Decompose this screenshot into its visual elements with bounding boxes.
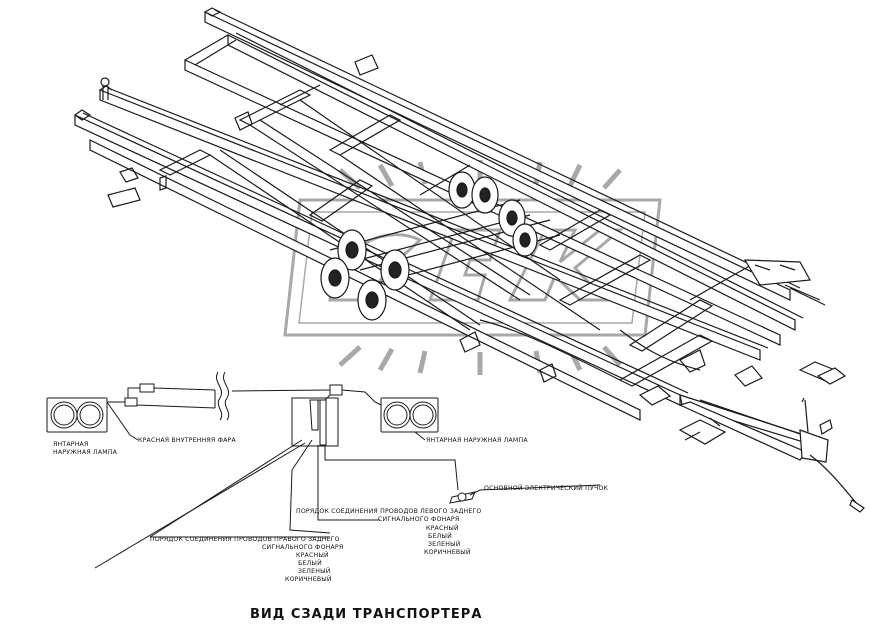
wire-color-left-green: ЗЕЛЕНЫЙ: [428, 539, 461, 548]
wire-color-right-green: ЗЕЛЕНЫЙ: [298, 566, 331, 575]
wire-color-right-red: КРАСНЫЙ: [296, 550, 329, 559]
wire-color-left-white: БЕЛЫЙ: [428, 531, 452, 540]
wire-color-right-brown: КОРИЧНЕВЫЙ: [285, 574, 332, 583]
main-harness-label: ОСНОВНОЙ ЭЛЕКТРИЧЕСКИЙ ПУЧОК: [484, 483, 609, 492]
axles-and-wheels: [320, 171, 561, 321]
left-connection-label-2: СИГНАЛЬНОГО ФОНАРЯ: [378, 516, 459, 523]
red-inner-lamp-label: КРАСНАЯ ВНУТРЕННЯЯ ФАРА: [138, 437, 236, 444]
wire-color-left-brown: КОРИЧНЕВЫЙ: [424, 547, 471, 556]
right-connection-label-2: СИГНАЛЬНОГО ФОНАРЯ: [262, 544, 343, 551]
amber-lamp-right-label: ЯНТАРНАЯ НАРУЖНАЯ ЛАМПА: [426, 437, 528, 444]
wiring-schematic: [46, 371, 601, 569]
wire-color-right-white: БЕЛЫЙ: [298, 558, 322, 567]
diagram-caption: ВИД СЗАДИ ТРАНСПОРТЕРА: [250, 607, 482, 622]
left-lamp: [46, 397, 108, 433]
amber-lamp-left-label-1: ЯНТАРНАЯ: [53, 441, 88, 448]
right-connection-label-1: ПОРЯДОК СОЕДИНЕНИЯ ПРОВОДОВ ПРАВОГО ЗАДН…: [150, 536, 340, 543]
trailer-frame: [73, 7, 865, 513]
left-connection-label-1: ПОРЯДОК СОЕДИНЕНИЯ ПРОВОДОВ ЛЕВОГО ЗАДНЕ…: [296, 508, 482, 515]
right-lamp: [380, 397, 439, 433]
amber-lamp-left-label-2: НАРУЖНАЯ ЛАМПА: [53, 449, 118, 456]
wire-color-left-red: КРАСНЫЙ: [426, 523, 459, 532]
